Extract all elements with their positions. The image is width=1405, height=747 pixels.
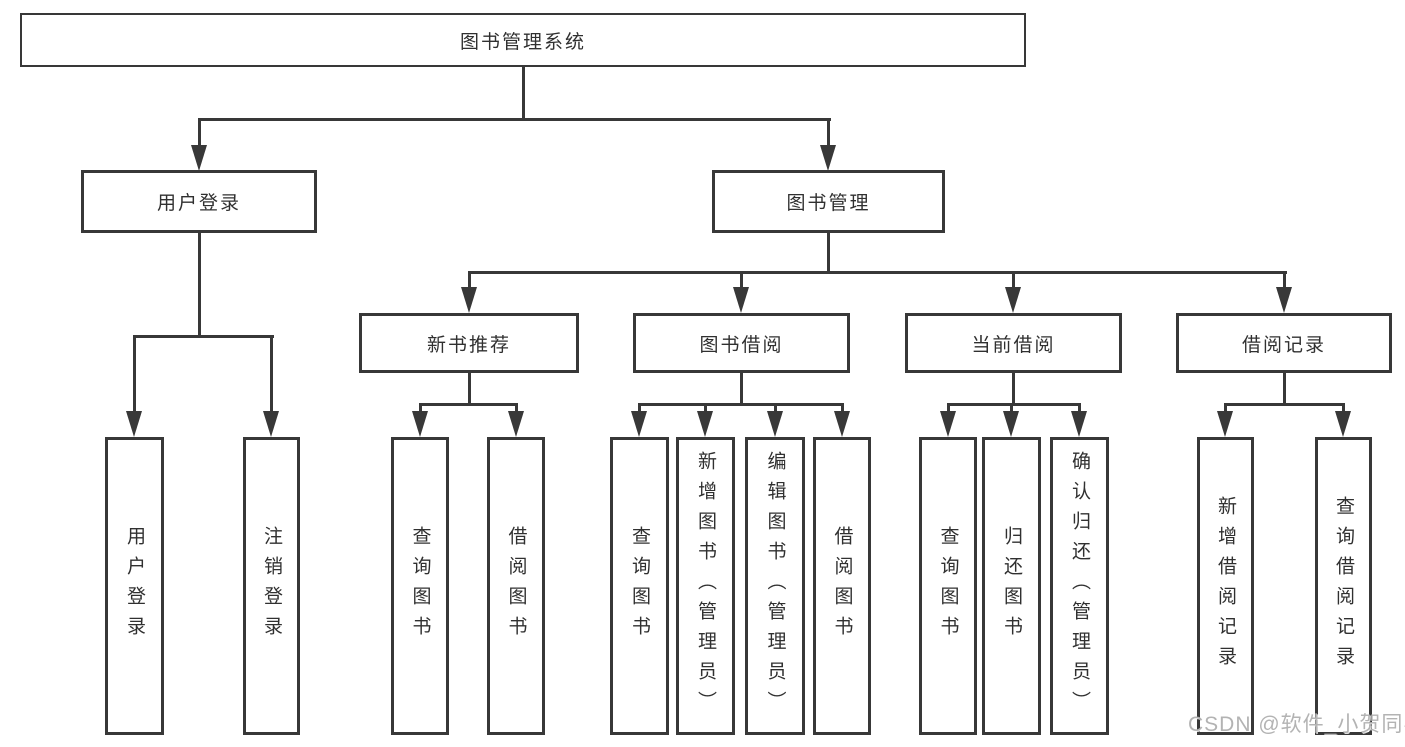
arrowhead-icon [263, 411, 279, 437]
csdn-watermark: CSDN @软件_小贺同学 [1188, 713, 1405, 736]
leaf-query-borrow-record: 查询借阅记录 [1315, 437, 1372, 735]
leaf-logout: 注销登录 [243, 437, 300, 735]
leaf-return-books: 归还图书 [982, 437, 1041, 735]
arrowhead-icon [834, 411, 850, 437]
connector-line [827, 233, 830, 274]
node-book-management: 图书管理 [712, 170, 945, 233]
connector-line [522, 67, 525, 120]
node-borrowing-records: 借阅记录 [1176, 313, 1392, 373]
connector-line [515, 403, 518, 413]
connector-line [468, 373, 471, 405]
leaf-edit-book-admin: 编辑图书（管理员） [745, 437, 805, 735]
node-current-borrowing: 当前借阅 [905, 313, 1122, 373]
arrowhead-icon [697, 411, 713, 437]
connector-line [1283, 271, 1286, 289]
arrowhead-icon [1217, 411, 1233, 437]
connector-line [704, 403, 707, 413]
connector-line [1012, 373, 1015, 405]
arrowhead-icon [461, 287, 477, 313]
connector-line [740, 271, 743, 289]
connector-line [947, 403, 950, 413]
leaf-query-books-current: 查询图书 [919, 437, 977, 735]
connector-line [1012, 271, 1015, 289]
leaf-borrow-books: 借阅图书 [813, 437, 871, 735]
connector-line [947, 403, 1081, 406]
node-book-borrowing: 图书借阅 [633, 313, 850, 373]
leaf-add-book-admin: 新增图书（管理员） [676, 437, 735, 735]
arrowhead-icon [631, 411, 647, 437]
arrowhead-icon [940, 411, 956, 437]
connector-line [638, 403, 641, 413]
connector-line [1010, 403, 1013, 413]
connector-line [1078, 403, 1081, 413]
connector-line [1342, 403, 1345, 413]
arrowhead-icon [1003, 411, 1019, 437]
node-user-login: 用户登录 [81, 170, 317, 233]
node-root-system: 图书管理系统 [20, 13, 1026, 67]
arrowhead-icon [126, 411, 142, 437]
connector-line [468, 271, 1287, 274]
connector-line [198, 118, 201, 150]
connector-line [1283, 373, 1286, 405]
connector-line [468, 271, 471, 289]
connector-line [740, 373, 743, 405]
connector-line [1224, 403, 1227, 413]
connector-line [133, 335, 136, 413]
connector-line [133, 335, 274, 338]
connector-line [270, 335, 273, 413]
arrowhead-icon [508, 411, 524, 437]
arrowhead-icon [767, 411, 783, 437]
arrowhead-icon [1005, 287, 1021, 313]
arrowhead-icon [412, 411, 428, 437]
arrowhead-icon [191, 145, 207, 171]
connector-line [1224, 403, 1345, 406]
arrowhead-icon [1335, 411, 1351, 437]
arrowhead-icon [1071, 411, 1087, 437]
connector-line [774, 403, 777, 413]
arrowhead-icon [733, 287, 749, 313]
leaf-user-login: 用户登录 [105, 437, 164, 735]
connector-line [827, 118, 830, 150]
connector-line [638, 403, 844, 406]
leaf-confirm-return-admin: 确认归还（管理员） [1050, 437, 1109, 735]
leaf-add-borrow-record: 新增借阅记录 [1197, 437, 1254, 735]
leaf-query-books-borrowing: 查询图书 [610, 437, 669, 735]
leaf-borrow-books-recommend: 借阅图书 [487, 437, 545, 735]
connector-line [419, 403, 518, 406]
connector-line [419, 403, 422, 413]
leaf-query-books-recommend: 查询图书 [391, 437, 449, 735]
arrowhead-icon [1276, 287, 1292, 313]
connector-line [198, 233, 201, 337]
connector-line [841, 403, 844, 413]
arrowhead-icon [820, 145, 836, 171]
node-new-book-recommendation: 新书推荐 [359, 313, 579, 373]
connector-line [198, 118, 831, 121]
